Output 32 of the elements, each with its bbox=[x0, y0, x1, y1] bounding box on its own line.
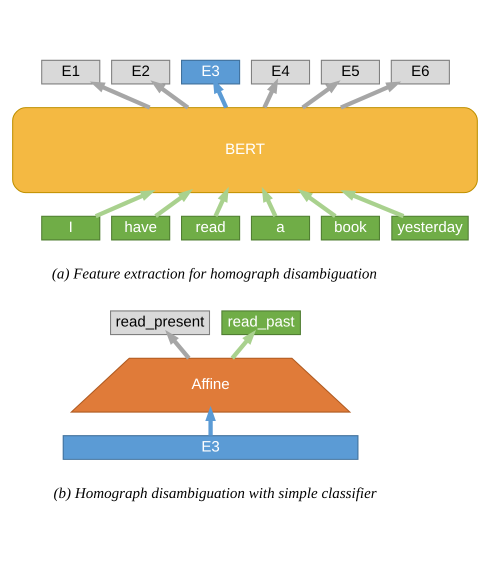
node-box: have bbox=[111, 216, 170, 240]
arrow bbox=[340, 81, 402, 110]
node-box: E3 bbox=[62, 435, 358, 460]
node-box: E6 bbox=[390, 60, 450, 84]
arrow bbox=[262, 78, 278, 108]
node-box: E1 bbox=[41, 60, 100, 84]
arrow bbox=[150, 80, 190, 110]
node-box: book bbox=[320, 216, 380, 240]
arrow bbox=[301, 80, 341, 110]
arrow bbox=[340, 190, 404, 218]
arrow bbox=[165, 330, 190, 360]
node-box: I bbox=[41, 216, 100, 240]
label: (a) Feature extraction for homograph disambiguation bbox=[52, 266, 377, 282]
node-box: E4 bbox=[250, 60, 310, 84]
arrow bbox=[94, 190, 156, 218]
node-box: E2 bbox=[111, 60, 170, 84]
arrow bbox=[214, 186, 229, 218]
arrow bbox=[262, 186, 278, 218]
arrow bbox=[230, 330, 256, 360]
arrow bbox=[205, 406, 216, 436]
node-box: read_present bbox=[110, 310, 210, 336]
arrow bbox=[90, 81, 151, 110]
arrow bbox=[154, 188, 193, 218]
node-box: E3 bbox=[181, 60, 240, 84]
node-box: read_past bbox=[221, 310, 301, 336]
node-box: yesterday bbox=[391, 216, 469, 240]
node-box: E5 bbox=[320, 60, 380, 84]
node-box: read bbox=[181, 216, 240, 240]
node-box: BERT bbox=[12, 107, 478, 194]
arrow bbox=[298, 189, 337, 218]
node-box: a bbox=[250, 216, 310, 240]
label: (b) Homograph disambiguation with simple classifier bbox=[54, 486, 377, 502]
